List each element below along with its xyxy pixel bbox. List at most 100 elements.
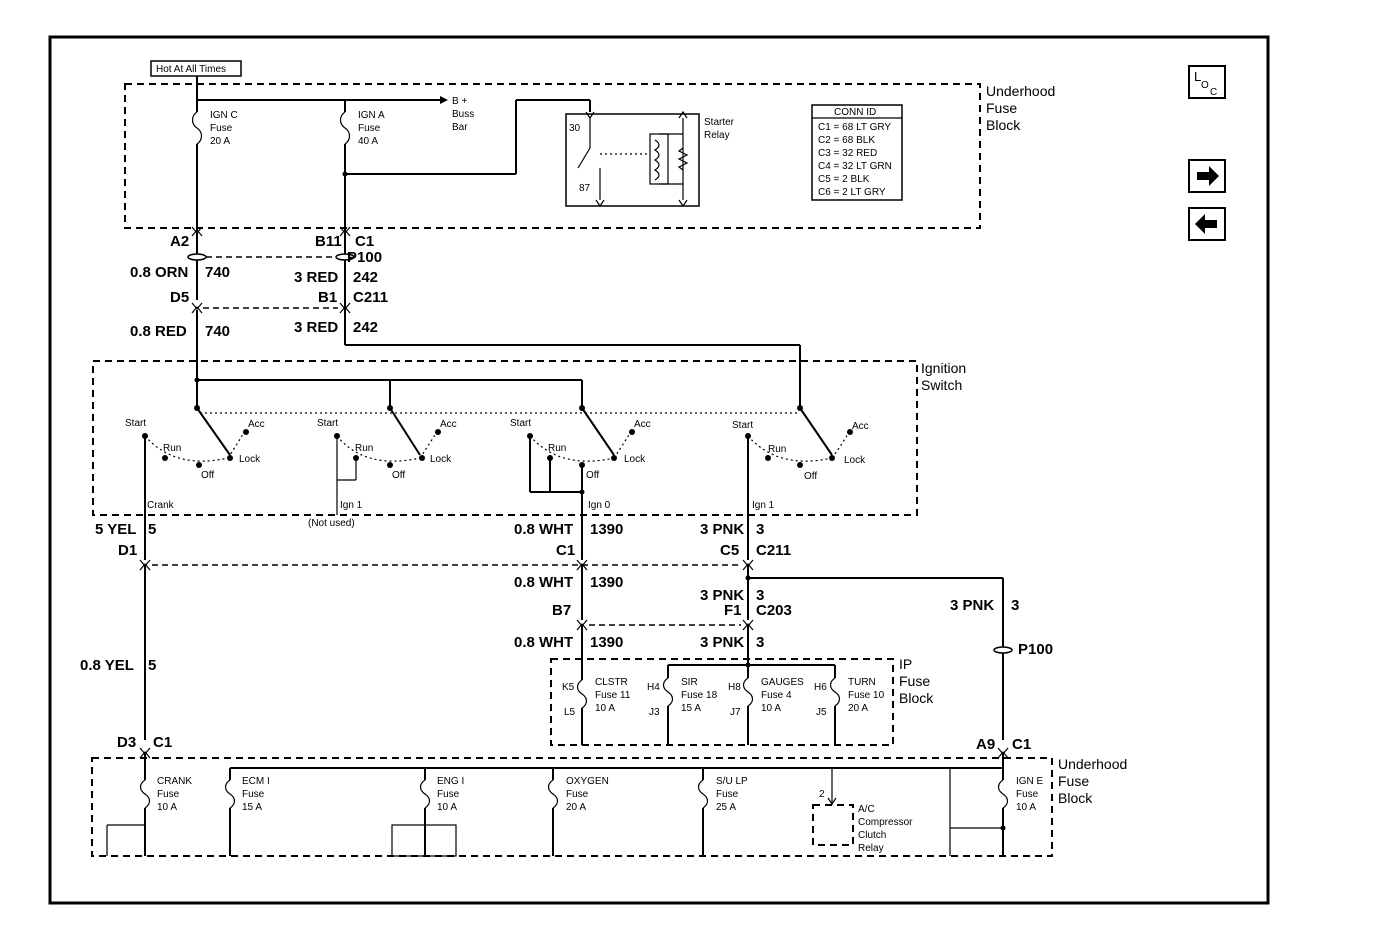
svg-text:2: 2 [819, 789, 825, 800]
circuit-1390-a: 1390 [590, 521, 623, 538]
svg-text:GAUGES: GAUGES [761, 677, 804, 688]
underhood-fuse-block-bottom [91, 757, 1053, 857]
svg-text:SIR: SIR [681, 677, 698, 688]
svg-text:10 A: 10 A [761, 703, 781, 714]
svg-text:Start: Start [317, 418, 338, 429]
ignition-switch-block [92, 360, 918, 516]
svg-text:Acc: Acc [852, 421, 869, 432]
wire-label-3-pnk-a: 3 PNK [700, 521, 744, 538]
svg-text:Start: Start [732, 420, 753, 431]
underhood-fuse-block-bottom-label: Underhood Fuse Block [1058, 756, 1127, 806]
svg-text:Starter: Starter [704, 117, 735, 128]
svg-text:Fuse: Fuse [899, 673, 930, 689]
connector-f1: F1 [724, 602, 742, 619]
connector-c1-a9: C1 [1012, 736, 1031, 753]
ac-compressor-clutch-relay: 2 A/C Compressor Clutch Relay [812, 768, 913, 854]
svg-text:CONN ID: CONN ID [834, 107, 876, 118]
underhood-fuse-block-top-label: Underhood Fuse Block [986, 83, 1055, 133]
svg-text:20 A: 20 A [566, 802, 586, 813]
wire-label-5-yel: 5 YEL [95, 521, 136, 538]
starter-pin-87: 87 [579, 183, 591, 194]
svg-text:Fuse: Fuse [437, 789, 460, 800]
svg-text:Clutch: Clutch [858, 830, 886, 841]
svg-text:H6: H6 [814, 682, 827, 693]
ignition-switch-section-2: Start Run Acc Lock Off Ign 1 (Not used) [308, 405, 457, 529]
svg-text:Fuse: Fuse [1016, 789, 1039, 800]
svg-text:C4 = 32 LT GRN: C4 = 32 LT GRN [818, 161, 892, 172]
oxygen-fuse: OXYGEN Fuse 20 A [547, 776, 609, 856]
previous-page-button[interactable] [1188, 207, 1226, 241]
circuit-3-b: 3 [756, 587, 764, 604]
circuit-5-b: 5 [148, 657, 156, 674]
clstr-fuse: K5 L5 CLSTR Fuse 11 10 A [562, 672, 631, 745]
next-page-button[interactable] [1188, 159, 1226, 193]
ecm-i-fuse: ECM I Fuse 15 A [224, 776, 270, 856]
connector-c203: C203 [756, 602, 792, 619]
svg-text:Off: Off [201, 470, 214, 481]
svg-text:Block: Block [899, 690, 934, 706]
svg-text:Underhood: Underhood [1058, 756, 1127, 772]
svg-text:Lock: Lock [239, 454, 261, 465]
svg-text:Run: Run [768, 444, 786, 455]
svg-text:C: C [1210, 87, 1217, 98]
svg-text:Run: Run [163, 443, 181, 454]
ip-fuse-block-label: IP Fuse Block [899, 656, 934, 706]
circuit-5-a: 5 [148, 521, 156, 538]
svg-text:IGN A: IGN A [358, 110, 385, 121]
wire-label-3-pnk-c: 3 PNK [950, 597, 994, 614]
connector-c5: C5 [720, 542, 739, 559]
svg-text:OXYGEN: OXYGEN [566, 776, 609, 787]
svg-text:TURN: TURN [848, 677, 876, 688]
svg-text:K5: K5 [562, 682, 575, 693]
svg-text:Fuse: Fuse [358, 123, 381, 134]
wire-label-3-pnk-d: 3 PNK [700, 634, 744, 651]
connector-b7: B7 [552, 602, 571, 619]
ign-c-fuse-label: IGN C Fuse 20 A [210, 110, 238, 147]
wire-label-3-pnk-b: 3 PNK [700, 587, 744, 604]
svg-text:Fuse: Fuse [210, 123, 233, 134]
svg-text:ENG I: ENG I [437, 776, 464, 787]
circuit-3-c: 3 [1011, 597, 1019, 614]
svg-text:Ign 1: Ign 1 [752, 500, 775, 511]
svg-text:Ign 1: Ign 1 [340, 500, 363, 511]
svg-text:Fuse: Fuse [716, 789, 739, 800]
svg-text:15 A: 15 A [681, 703, 701, 714]
svg-text:Lock: Lock [844, 455, 866, 466]
wire-label-08-wht-a: 0.8 WHT [514, 521, 573, 538]
wire-label-08-wht-b: 0.8 WHT [514, 574, 573, 591]
svg-text:10 A: 10 A [437, 802, 457, 813]
svg-text:C1 = 68 LT GRY: C1 = 68 LT GRY [818, 122, 891, 133]
connector-c1-top: C1 [355, 233, 374, 250]
connector-d3: D3 [117, 734, 136, 751]
svg-text:Fuse: Fuse [986, 100, 1017, 116]
ignition-switch-label: Ignition Switch [921, 360, 966, 393]
svg-text:Start: Start [510, 418, 531, 429]
underhood-fuse-block-top [124, 83, 981, 229]
svg-text:S/U LP: S/U LP [716, 776, 748, 787]
svg-text:Crank: Crank [147, 500, 175, 511]
svg-text:Acc: Acc [440, 419, 457, 430]
ign-a-fuse-icon [339, 111, 351, 145]
circuit-3-a: 3 [756, 521, 764, 538]
wire-label-08-wht-c: 0.8 WHT [514, 634, 573, 651]
circuit-740-a: 740 [205, 264, 230, 281]
svg-text:Relay: Relay [704, 130, 730, 141]
svg-text:C5 = 2 BLK: C5 = 2 BLK [818, 174, 870, 185]
svg-text:20 A: 20 A [210, 136, 230, 147]
ign-c-fuse-icon [191, 111, 203, 145]
connector-c211-mid: C211 [756, 542, 791, 559]
loc-button[interactable]: L O C [1188, 65, 1226, 99]
buss-bar-label: B + Buss Bar [452, 96, 474, 133]
svg-text:Run: Run [548, 443, 566, 454]
svg-text:Acc: Acc [634, 419, 651, 430]
svg-text:Ign 0: Ign 0 [588, 500, 611, 511]
svg-text:CRANK: CRANK [157, 776, 192, 787]
svg-text:Run: Run [355, 443, 373, 454]
svg-text:IP: IP [899, 656, 912, 672]
svg-text:Start: Start [125, 418, 146, 429]
connector-b11: B11 [315, 233, 342, 250]
svg-text:(Not used): (Not used) [308, 518, 355, 529]
wire-label-08-yel: 0.8 YEL [80, 657, 134, 674]
svg-text:C6 = 2 LT GRY: C6 = 2 LT GRY [818, 187, 886, 198]
